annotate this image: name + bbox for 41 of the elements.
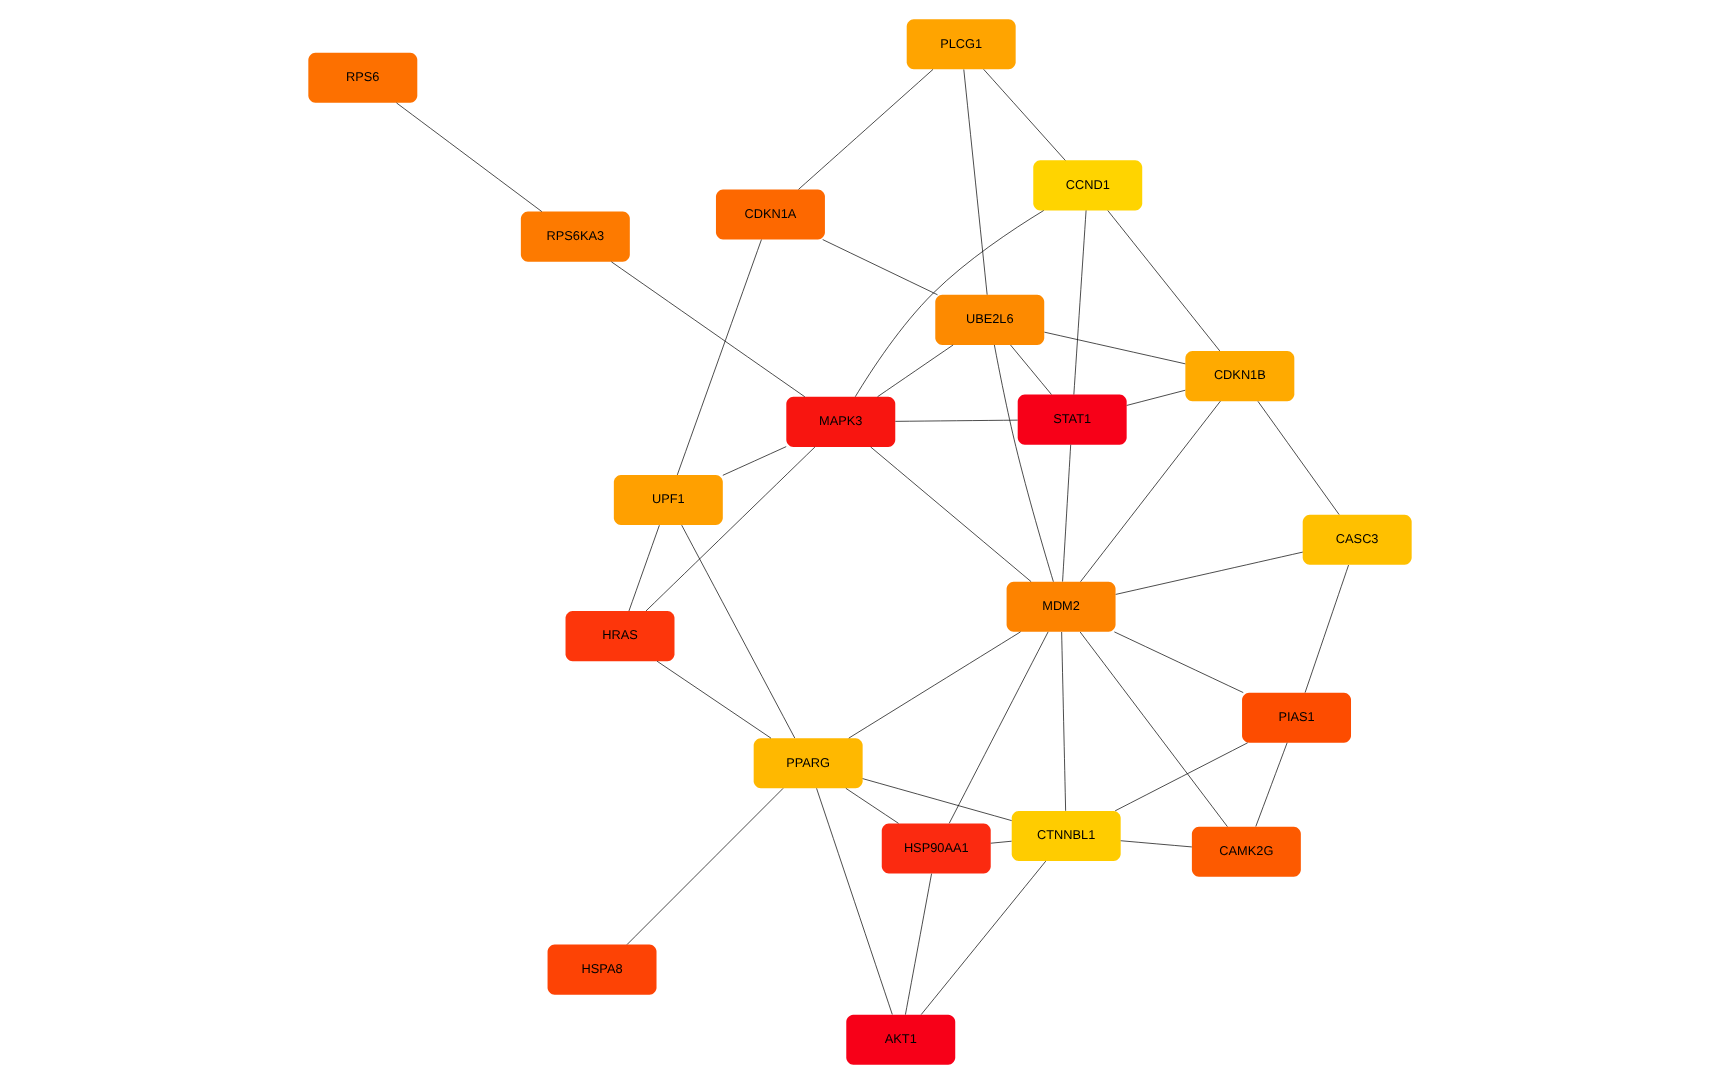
connector: [1125, 389, 1185, 406]
connector: [1079, 400, 1220, 582]
connector: [861, 778, 1011, 821]
connector: [1113, 631, 1243, 693]
connector: [1256, 400, 1339, 515]
connector: [962, 69, 987, 296]
connector: [1119, 840, 1192, 848]
connector: [1043, 331, 1185, 365]
connector: [821, 239, 937, 296]
connector: [876, 344, 953, 398]
connector: [1060, 631, 1065, 812]
connector: [904, 873, 931, 1015]
connector: [797, 69, 933, 190]
connector: [1106, 210, 1220, 352]
connector: [947, 631, 1048, 824]
connector: [815, 788, 892, 1015]
connector: [869, 446, 1031, 582]
connector: [627, 524, 659, 612]
connector: [844, 788, 898, 824]
connector: [395, 102, 542, 212]
connector: [675, 239, 761, 476]
connector: [1303, 564, 1348, 693]
connector: [1254, 742, 1287, 827]
connector: [1061, 444, 1071, 582]
connector: [853, 210, 1044, 398]
connector: [610, 261, 805, 398]
connector: [721, 446, 786, 476]
connector: [680, 524, 795, 739]
connector: [847, 631, 1020, 739]
connector: [982, 69, 1065, 161]
connector: [1072, 210, 1086, 395]
connector: [894, 419, 1017, 422]
connector: [919, 860, 1046, 1015]
connector: [655, 660, 771, 739]
connector: [1009, 344, 1051, 395]
connector: [989, 840, 1011, 844]
connector: [1078, 631, 1227, 827]
connector: [644, 446, 815, 612]
connector: [1114, 551, 1303, 595]
connector: [993, 344, 1053, 582]
connector: [1113, 742, 1248, 812]
